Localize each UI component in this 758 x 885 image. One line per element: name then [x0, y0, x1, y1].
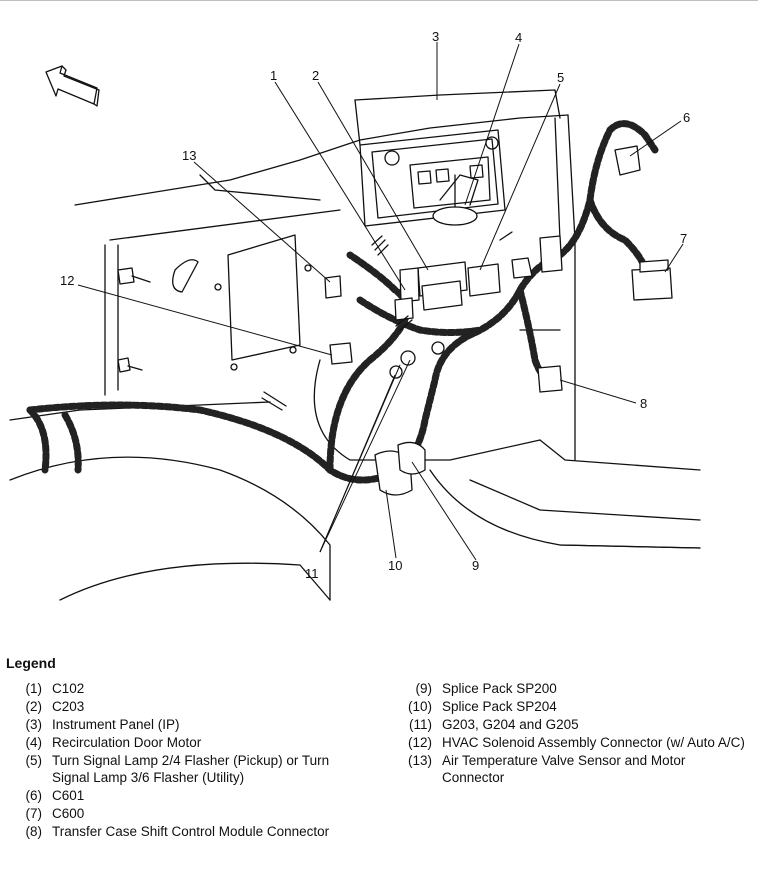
orientation-arrow-icon	[45, 65, 100, 107]
legend-text: C203	[52, 699, 85, 714]
splice-packs	[374, 441, 426, 496]
connectors	[324, 145, 673, 393]
legend-text: Instrument Panel (IP)	[52, 717, 180, 732]
legend-number: (2)	[25, 699, 43, 714]
legend-number: (4)	[25, 735, 43, 750]
legend-text: C102	[52, 681, 85, 696]
callout-13: 13	[182, 148, 196, 163]
legend-item: (7) C600	[24, 805, 354, 822]
legend-item: (4) Recirculation Door Motor	[24, 734, 354, 751]
legend-item: (13) Air Temperature Valve Sensor and Mot…	[400, 752, 750, 786]
legend-text: HVAC Solenoid Assembly Connector (w/ Aut…	[442, 735, 745, 750]
panel-opening	[172, 234, 312, 371]
callout-5: 5	[557, 70, 564, 85]
wiring-diagram: 1 2 3 4 5 6 7 8 9 10 11 12 13	[9, 29, 701, 601]
legend-text: C601	[52, 788, 85, 803]
legend-number: (12)	[407, 735, 432, 750]
legend-text: C600	[52, 806, 85, 821]
callout-4: 4	[515, 30, 522, 45]
legend-number: (1)	[25, 681, 43, 696]
callout-1: 1	[270, 68, 277, 83]
legend-item: (8) Transfer Case Shift Control Module Co…	[24, 823, 354, 840]
legend-number: (7)	[25, 806, 43, 821]
legend-text: Turn Signal Lamp 2/4 Flasher (Pickup) or…	[52, 753, 330, 785]
legend-number: (6)	[25, 788, 43, 803]
legend-item: (2) C203	[24, 698, 354, 715]
callout-11: 11	[305, 566, 319, 581]
bolts	[117, 267, 151, 373]
legend-text: Splice Pack SP204	[442, 699, 557, 714]
legend-text: G203, G204 and G205	[442, 717, 579, 732]
legend-item: (11) G203, G204 and G205	[400, 716, 750, 733]
top-rule	[0, 0, 758, 1]
legend-text: Splice Pack SP200	[442, 681, 557, 696]
legend-item: (12) HVAC Solenoid Assembly Connector (w/…	[400, 734, 750, 751]
legend-title: Legend	[6, 655, 56, 671]
legend-number: (9)	[415, 681, 433, 696]
legend-number: (13)	[407, 753, 432, 768]
legend-column-right: (9) Splice Pack SP200 (10) Splice Pack SP2…	[400, 680, 750, 787]
recirculation-door-motor	[432, 174, 479, 226]
legend-item: (9) Splice Pack SP200	[400, 680, 750, 697]
legend-text: Transfer Case Shift Control Module Conne…	[52, 824, 330, 839]
callout-2: 2	[312, 68, 319, 83]
legend-number: (8)	[25, 824, 43, 839]
legend-item: (3) Instrument Panel (IP)	[24, 716, 354, 733]
legend-item: (5) Turn Signal Lamp 2/4 Flasher (Pickup)…	[24, 752, 354, 786]
callout-12: 12	[60, 273, 74, 288]
legend-number: (3)	[25, 717, 43, 732]
legend-column-left: (1) C102 (2) C203 (3) Instrument Panel (IP)…	[24, 680, 354, 841]
legend-text: Recirculation Door Motor	[52, 735, 202, 750]
instrument-panel	[354, 89, 561, 227]
callout-9: 9	[472, 558, 479, 573]
legend-number: (11)	[408, 717, 432, 732]
leader-lines	[77, 42, 684, 561]
legend-item: (1) C102	[24, 680, 354, 697]
legend-text: Air Temperature Valve Sensor and Motor C…	[442, 753, 686, 785]
legend-number: (10)	[407, 699, 432, 714]
callout-6: 6	[683, 110, 690, 125]
ground-studs	[261, 231, 513, 411]
callout-8: 8	[640, 396, 647, 411]
body-panel-outline	[9, 114, 701, 601]
legend-item: (10) Splice Pack SP204	[400, 698, 750, 715]
callout-3: 3	[432, 29, 439, 44]
wiring-harness	[26, 120, 659, 484]
legend-item: (6) C601	[24, 787, 354, 804]
callout-7: 7	[680, 231, 687, 246]
callout-10: 10	[388, 558, 402, 573]
legend-number: (5)	[25, 753, 43, 768]
